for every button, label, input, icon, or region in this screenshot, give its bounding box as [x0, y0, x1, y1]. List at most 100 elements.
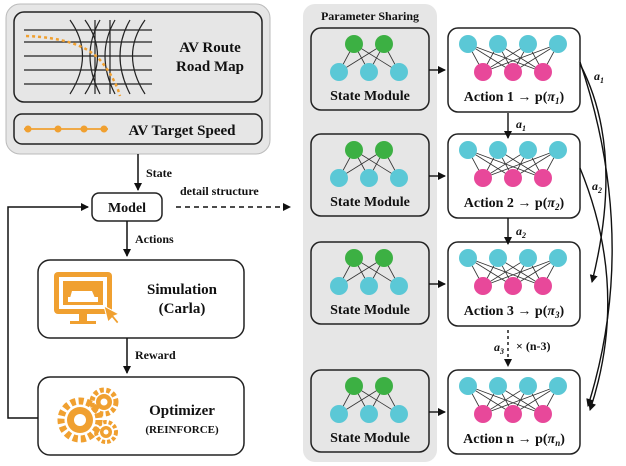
- side-arrow-a1-to-n: [579, 61, 613, 407]
- side-arrow-a1-to-3: [579, 63, 607, 283]
- pink-node: [474, 63, 492, 81]
- state-module: State Module: [310, 133, 430, 217]
- action-label: Action n → p(πn): [463, 432, 565, 448]
- optimizer-label-1: Optimizer: [149, 403, 215, 419]
- model-label: Model: [108, 201, 146, 216]
- side-arrow-a2-to-n: [579, 167, 609, 411]
- cyan-node: [489, 35, 507, 53]
- action-box: Action 2 → p(π2): [447, 133, 581, 219]
- cyan-node: [390, 63, 408, 81]
- route-map-box: AV Route Road Map: [13, 11, 263, 103]
- sharing-title: Parameter Sharing: [321, 9, 419, 23]
- detail-label: detail structure: [180, 184, 259, 198]
- road-map-icon: [24, 19, 152, 95]
- pink-node: [474, 169, 492, 187]
- action-label: Action 3 → p(π3): [464, 304, 565, 320]
- green-node: [345, 141, 363, 159]
- optimizer-box: Optimizer (REINFORCE): [37, 376, 245, 456]
- pink-node: [534, 63, 552, 81]
- cyan-node: [360, 405, 378, 423]
- green-node: [375, 35, 393, 53]
- action-label: Action 2 → p(π2): [464, 196, 565, 212]
- target-speed-box: AV Target Speed: [13, 113, 263, 145]
- target-speed-label: AV Target Speed: [129, 123, 237, 139]
- optimizer-label-2: (REINFORCE): [145, 424, 219, 436]
- cyan-node: [459, 377, 477, 395]
- a3-label: a3: [494, 340, 504, 356]
- pink-node: [474, 277, 492, 295]
- cyan-node: [390, 405, 408, 423]
- repeat-label: × (n-3): [516, 339, 551, 353]
- cyan-node: [330, 169, 348, 187]
- state-module: State Module: [310, 27, 430, 111]
- green-node: [375, 377, 393, 395]
- cyan-node: [330, 63, 348, 81]
- state-label: State: [146, 166, 173, 180]
- cyan-node: [390, 169, 408, 187]
- cyan-node: [459, 249, 477, 267]
- speed-point: [24, 125, 32, 133]
- cyan-node: [390, 277, 408, 295]
- cyan-node: [360, 277, 378, 295]
- cyan-node: [330, 277, 348, 295]
- action-box: Action 1 → p(π1): [447, 27, 581, 113]
- pink-node: [534, 169, 552, 187]
- speed-point: [80, 125, 88, 133]
- parameter-sharing-panel: [303, 4, 437, 462]
- cyan-node: [489, 377, 507, 395]
- green-node: [345, 377, 363, 395]
- action-box: Action n → p(πn): [447, 369, 581, 455]
- simulation-box: Simulation (Carla): [37, 259, 245, 339]
- route-map-label-2: Road Map: [176, 59, 244, 75]
- cyan-node: [549, 249, 567, 267]
- actions-label: Actions: [135, 232, 174, 246]
- cyan-node: [549, 377, 567, 395]
- route-map-label-1: AV Route: [179, 40, 241, 56]
- pink-node: [504, 63, 522, 81]
- route-path: [25, 34, 122, 97]
- cyan-node: [459, 141, 477, 159]
- green-node: [375, 141, 393, 159]
- pink-node: [534, 405, 552, 423]
- speed-point: [100, 125, 108, 133]
- cyan-node: [549, 35, 567, 53]
- state-module-label: State Module: [330, 89, 410, 104]
- cyan-node: [519, 249, 537, 267]
- cyan-node: [489, 141, 507, 159]
- state-module: State Module: [310, 369, 430, 453]
- action-box: Action 3 → p(π3): [447, 241, 581, 327]
- speed-point: [54, 125, 62, 133]
- side-a2-label: a2: [592, 179, 602, 195]
- cyan-node: [360, 63, 378, 81]
- state-module-label: State Module: [330, 195, 410, 210]
- car-monitor-icon: [54, 272, 121, 325]
- pink-node: [504, 405, 522, 423]
- cyan-node: [459, 35, 477, 53]
- gears-icon: [57, 387, 119, 444]
- cyan-node: [330, 405, 348, 423]
- simulation-label-2: (Carla): [159, 301, 206, 317]
- cyan-node: [489, 249, 507, 267]
- cyan-node: [549, 141, 567, 159]
- state-module-label: State Module: [330, 303, 410, 318]
- side-a1-label: a1: [594, 69, 604, 85]
- simulation-label-1: Simulation: [147, 282, 218, 298]
- a1-label: a1: [516, 117, 526, 133]
- pink-node: [534, 277, 552, 295]
- cyan-node: [519, 141, 537, 159]
- a2-label: a2: [516, 224, 526, 240]
- feedback-arrow: [7, 203, 89, 419]
- cyan-node: [360, 169, 378, 187]
- green-node: [345, 249, 363, 267]
- cyan-node: [519, 377, 537, 395]
- state-module: State Module: [310, 241, 430, 325]
- pink-node: [474, 405, 492, 423]
- state-module-label: State Module: [330, 431, 410, 446]
- pink-node: [504, 277, 522, 295]
- green-node: [375, 249, 393, 267]
- action-label: Action 1 → p(π1): [464, 90, 565, 106]
- reward-label: Reward: [135, 348, 176, 362]
- cyan-node: [519, 35, 537, 53]
- pink-node: [504, 169, 522, 187]
